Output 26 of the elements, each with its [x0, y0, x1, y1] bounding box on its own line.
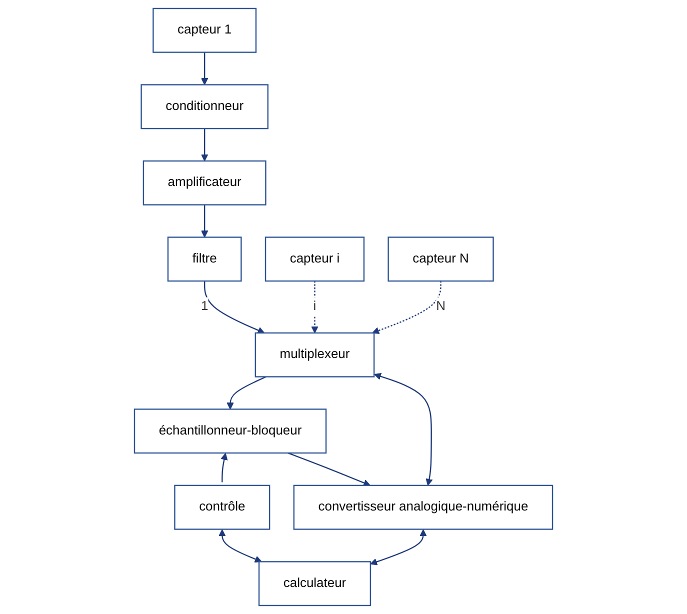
- arrow: [374, 372, 433, 486]
- arrow: [372, 281, 442, 334]
- node-box: amplificateur: [142, 160, 266, 206]
- node-box: filtre: [167, 236, 242, 282]
- arrow: [218, 529, 262, 563]
- arrow: [201, 128, 208, 162]
- edge-label: 1: [200, 300, 208, 314]
- node-box: capteur N: [388, 236, 494, 282]
- arrow: [226, 376, 266, 410]
- node-box: capteur 1: [152, 8, 257, 53]
- node-box: contrôle: [174, 484, 270, 530]
- node-box: échantillonneur-bloqueur: [134, 408, 327, 454]
- node-box: convertisseur analogique-numérique: [293, 484, 554, 530]
- arrow: [220, 453, 228, 482]
- arrow: [201, 52, 208, 86]
- edge-label: N: [436, 300, 446, 314]
- arrow: [288, 452, 370, 486]
- node-box: capteur i: [264, 236, 365, 282]
- arrow: [311, 281, 318, 334]
- node-box: conditionneur: [140, 84, 268, 130]
- arrow: [370, 529, 427, 566]
- node-box: multiplexeur: [254, 332, 375, 378]
- arrow: [201, 204, 208, 238]
- arrow: [204, 281, 265, 334]
- edge-label: i: [313, 300, 316, 314]
- node-box: calculateur: [258, 561, 372, 606]
